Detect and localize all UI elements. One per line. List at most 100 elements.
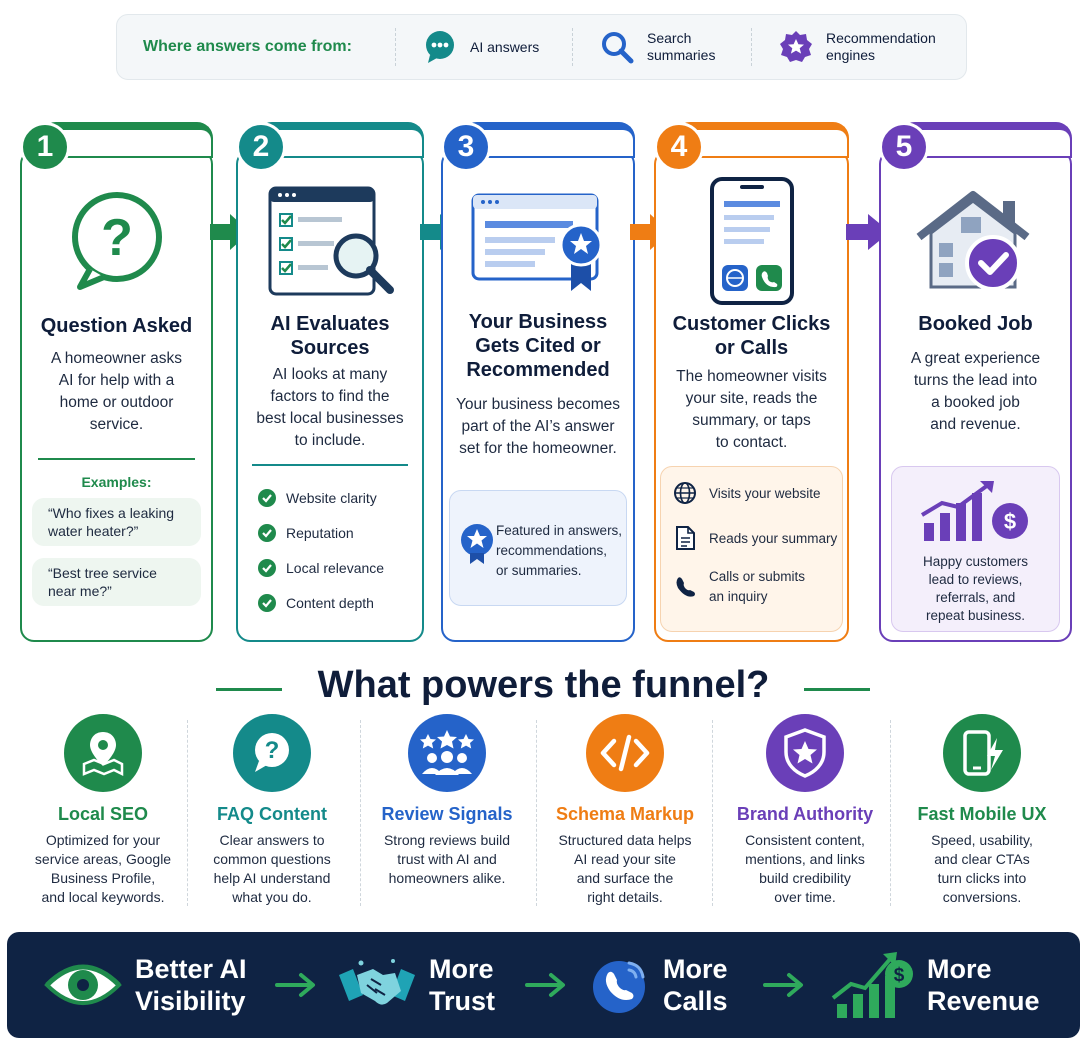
outcome-revenue: $ More Revenue <box>829 932 1040 1038</box>
checklist-item: Content depth <box>258 585 384 620</box>
pillar-title: Fast Mobile UX <box>917 804 1047 824</box>
chat-bubble-icon <box>426 31 454 63</box>
check-circle-icon <box>258 593 276 612</box>
stars-people-icon <box>420 730 474 775</box>
arrow-right-icon <box>275 973 315 997</box>
step-description: A homeowner asks AI for help with a home… <box>51 350 182 433</box>
question-bubble-icon: ? <box>71 192 162 290</box>
outcome-calls: More Calls <box>589 932 728 1038</box>
code-icon <box>600 734 650 772</box>
heading-rule-left <box>216 688 282 691</box>
pillar-title: Schema Markup <box>555 804 695 824</box>
checklist-item: Reputation <box>258 515 384 550</box>
mobile-bolt-icon <box>963 730 1003 776</box>
pillar-description: Structured data helps AI read your site … <box>558 832 692 905</box>
eye-icon <box>44 964 122 1005</box>
pillar-separator <box>360 720 361 906</box>
legend-separator <box>751 28 752 66</box>
step-question-asked: 1 ? Question Asked A homeowner asks AI f… <box>20 122 213 642</box>
question-bubble-icon: ? <box>255 733 289 772</box>
pillar-fast-mobile-ux: Fast Mobile UX Speed, usability, and cle… <box>897 714 1067 907</box>
step-description: The homeowner visits your site, reads th… <box>676 368 827 451</box>
legend-item-ai-answers: AI answers <box>396 29 572 65</box>
step-number-badge: 2 <box>236 122 286 172</box>
pillar-review-signals: Review Signals Strong reviews build trus… <box>362 714 532 888</box>
examples-heading: Examples: <box>81 474 152 490</box>
check-circle-icon <box>258 523 276 542</box>
pillar-description: Clear answers to common questions help A… <box>213 832 331 905</box>
phone-call-icon <box>593 961 645 1013</box>
pillar-brand-authority: Brand Authority Consistent content, ment… <box>720 714 890 907</box>
pillar-separator <box>890 720 891 906</box>
smartphone-icon <box>709 177 794 305</box>
outcome-visibility: Better AI Visibility <box>43 932 247 1038</box>
example-question: “Best tree service near me?” <box>32 558 201 606</box>
step-customer-clicks-calls: 4 Customer Clicks or Calls The homeowner… <box>654 122 849 642</box>
pillar-title: Local SEO <box>57 804 149 824</box>
action-item: Reads your summary <box>673 525 837 551</box>
pillar-title: Review Signals <box>381 804 513 824</box>
step-description: A great experience turns the lead into a… <box>910 350 1041 433</box>
growth-chart-dollar-icon: $ <box>920 481 1028 541</box>
svg-text:$: $ <box>1004 509 1016 534</box>
step-number-badge: 4 <box>654 122 704 172</box>
svg-text:$: $ <box>894 965 905 986</box>
checklist-divider <box>252 464 408 466</box>
shield-star-icon <box>784 728 826 778</box>
step-description: Your business becomes part of the AI’s a… <box>456 396 620 457</box>
heading-rule-right <box>804 688 870 691</box>
svg-text:?: ? <box>101 209 133 267</box>
pillar-faq-content: ? FAQ Content Clear answers to common qu… <box>187 714 357 907</box>
globe-icon <box>674 482 696 504</box>
magnifier-icon <box>602 32 634 64</box>
pillar-title: Brand Authority <box>736 804 874 824</box>
outcome-banner: Better AI Visibility More Trust More <box>7 932 1080 1038</box>
legend-item-label: engines <box>826 47 876 63</box>
legend-separator <box>572 28 573 66</box>
step-number-badge: 5 <box>879 122 929 172</box>
map-pin-icon <box>82 732 124 777</box>
actions-callout: Visits your website Reads your summary C… <box>660 466 843 632</box>
step-description: AI looks at many factors to find the bes… <box>256 366 404 449</box>
pillar-schema-markup: Schema Markup Structured data helps AI r… <box>540 714 710 907</box>
section-title: What powers the funnel? <box>317 664 770 706</box>
action-item: Calls or submits an inquiry <box>673 567 805 607</box>
step-title: Customer Clicks or Calls <box>672 313 831 359</box>
pillar-description: Consistent content, mentions, and links … <box>745 832 865 905</box>
answer-sources-legend: Where answers come from: AI answers Sear… <box>116 14 967 80</box>
pillar-title: FAQ Content <box>217 804 327 824</box>
check-circle-icon <box>258 488 276 507</box>
step-title: Booked Job <box>918 313 1033 335</box>
check-circle-icon <box>258 558 276 577</box>
featured-callout: Featured in answers, recommendations, or… <box>449 490 627 606</box>
svg-text:?: ? <box>265 737 280 764</box>
star-badge-icon <box>780 31 812 62</box>
legend-item-label: Recommendation <box>826 30 936 46</box>
legend-separator <box>395 28 396 66</box>
pillar-separator <box>712 720 713 906</box>
step-title: Question Asked <box>40 315 193 337</box>
phone-icon <box>676 577 695 597</box>
webpage-award-icon <box>471 193 603 291</box>
legend-item-search-summaries: Search summaries <box>573 29 751 65</box>
pillar-local-seo: Local SEO Optimized for your service are… <box>18 714 188 907</box>
checklist-item: Website clarity <box>258 480 384 515</box>
revenue-chart-icon: $ <box>831 952 913 1018</box>
step-title: AI Evaluates Sources <box>270 313 390 359</box>
step-title: Your Business Gets Cited or Recommended <box>466 311 610 381</box>
step-ai-evaluates-sources: 2 AI Evaluates Sources AI looks at many … <box>236 122 424 642</box>
evaluation-checklist: Website clarity Reputation Local relevan… <box>258 480 384 620</box>
step-business-cited: 3 Your Business Gets Cited or Recommende… <box>441 122 635 642</box>
document-icon <box>676 526 695 550</box>
legend-item-recommendation-engines: Recommendation engines <box>752 29 962 65</box>
example-question: “Who fixes a leaking water heater?” <box>32 498 201 546</box>
step-booked-job: 5 Booked Job A great experience turns th… <box>879 122 1072 642</box>
outcome-callout: $ Happy customers lead to reviews, refer… <box>891 466 1060 632</box>
legend-item-label: Search <box>647 30 692 46</box>
star-badge-icon <box>461 524 493 564</box>
step-number-badge: 3 <box>441 122 491 172</box>
pillar-separator <box>187 720 188 906</box>
pillar-separator <box>536 720 537 906</box>
legend-lead: Where answers come from: <box>143 38 352 55</box>
arrow-right-icon <box>525 973 565 997</box>
